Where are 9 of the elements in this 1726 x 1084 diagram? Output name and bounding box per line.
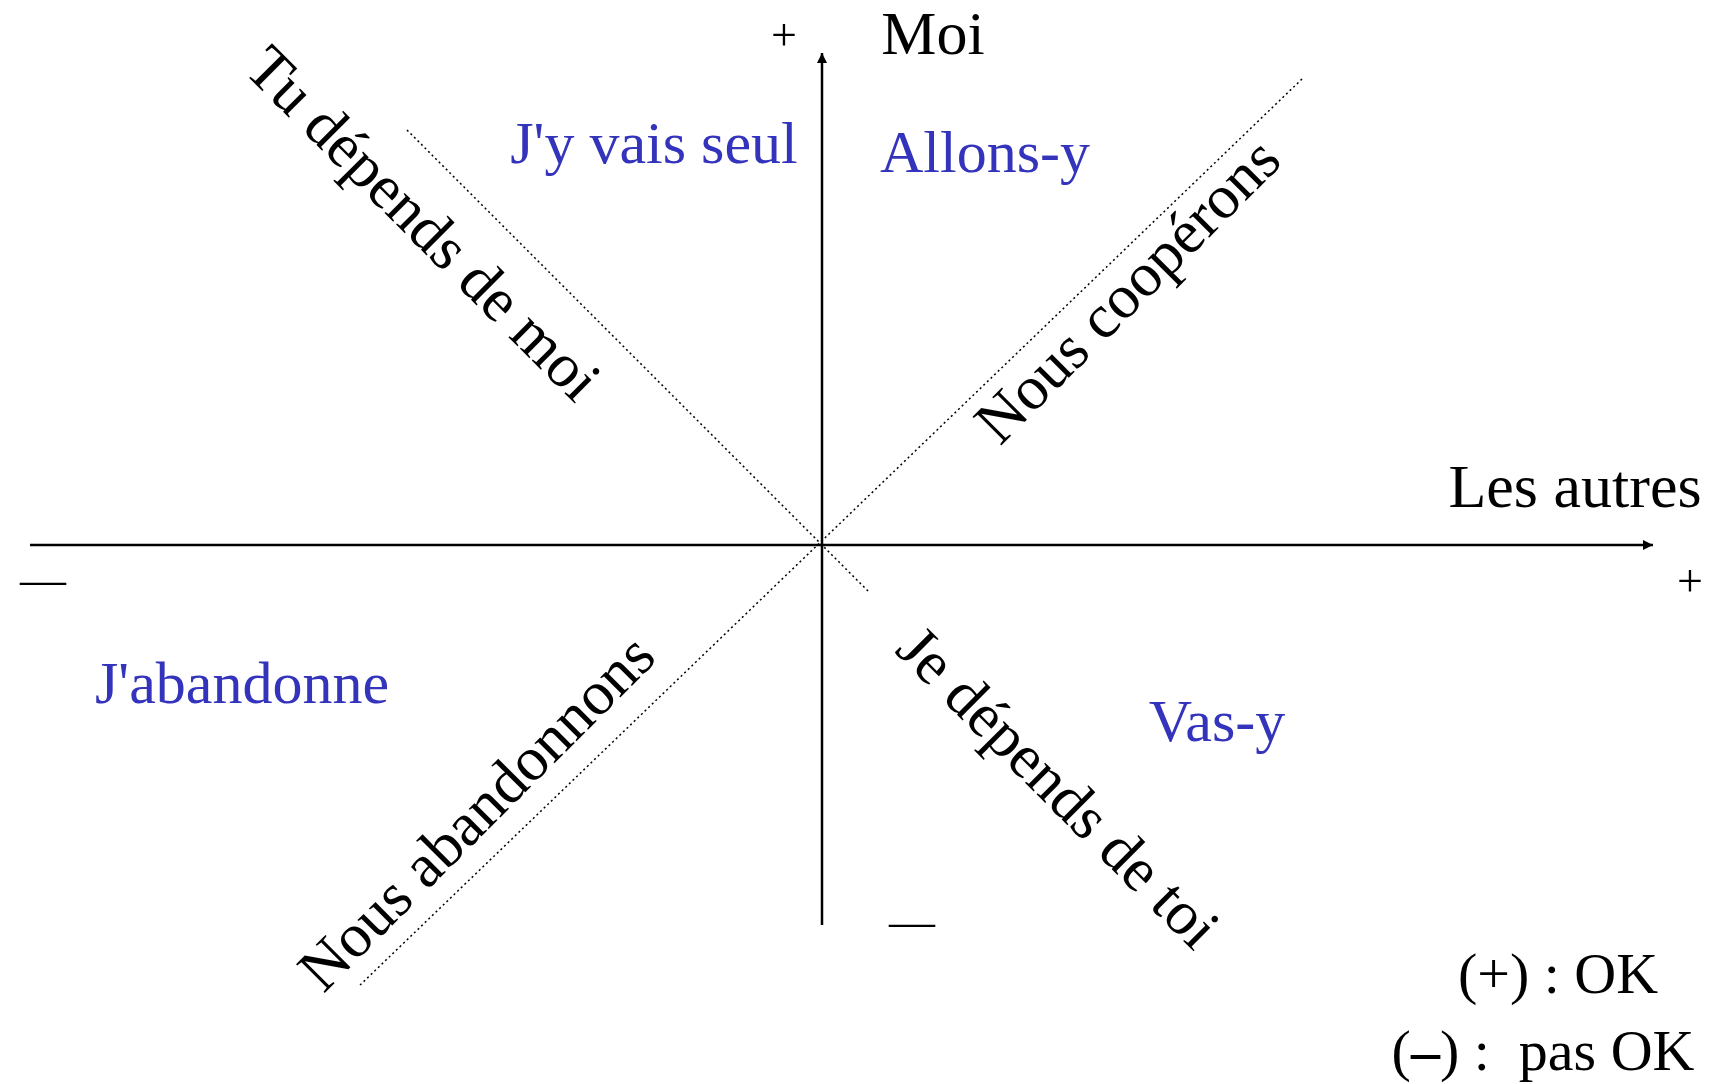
axis-label: Les autres	[1448, 455, 1702, 517]
plus-sign: +	[1677, 558, 1703, 604]
legend-note: (+) : OK	[1457, 945, 1659, 1003]
quadrant-label: J'abandonne	[94, 653, 390, 713]
plus-sign: +	[771, 12, 797, 58]
minus-sign: —	[889, 899, 935, 945]
minus-sign: —	[20, 557, 66, 603]
axis-label: Moi	[881, 2, 985, 64]
legend-note: (–) : pas OK	[1391, 1022, 1695, 1080]
